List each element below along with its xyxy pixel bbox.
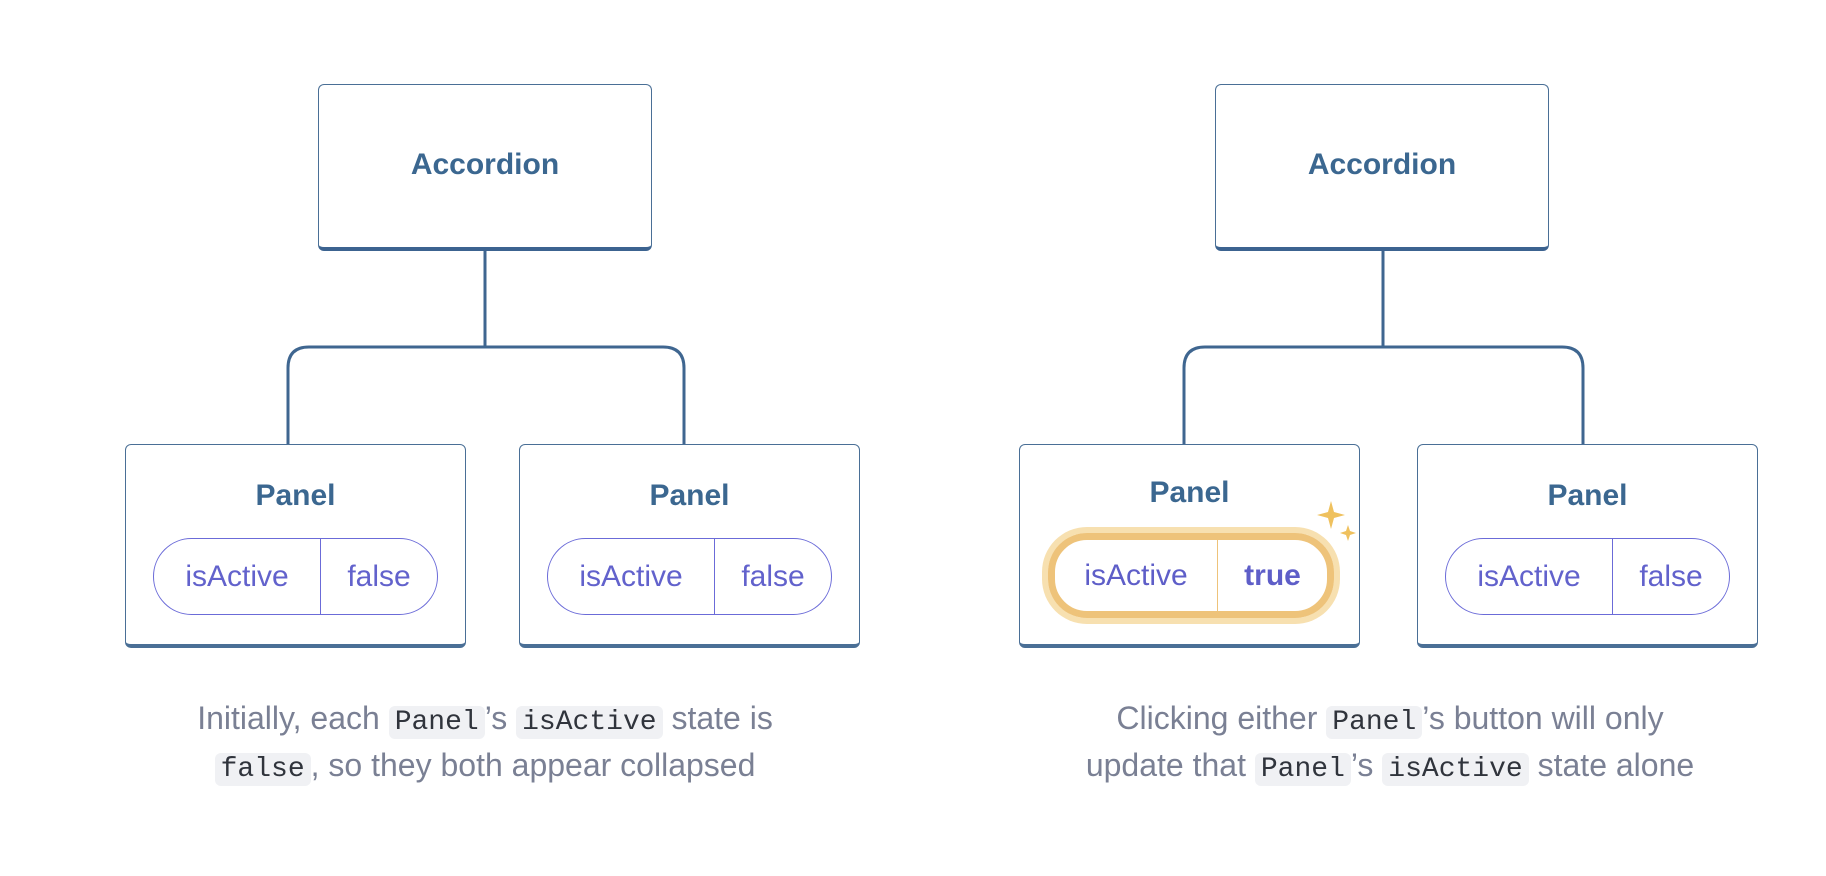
state-value: true xyxy=(1244,558,1301,592)
state-pill-active: isActive true xyxy=(1048,533,1334,618)
state-pill: isActive false xyxy=(153,538,438,615)
panel-label: Panel xyxy=(1149,476,1230,509)
panel-node-left-2: Panel isActive false xyxy=(519,444,860,648)
state-key: isActive xyxy=(1446,539,1613,614)
panel-node-right-2: Panel isActive false xyxy=(1417,444,1758,648)
code-panel: Panel xyxy=(1254,753,1351,786)
accordion-label: Accordion xyxy=(410,148,560,181)
state-value: false xyxy=(741,559,805,593)
panel-node-left-1: Panel isActive false xyxy=(125,444,466,648)
state-value: false xyxy=(1639,559,1703,593)
panel-label: Panel xyxy=(255,479,336,512)
state-pill: isActive false xyxy=(1445,538,1730,615)
caption-line-1: Initially, each Panel’s isActive state i… xyxy=(197,700,773,739)
code-panel: Panel xyxy=(1326,706,1423,739)
state-value: false xyxy=(347,559,411,593)
panel-node-right-1: Panel isActive true xyxy=(1019,444,1360,648)
accordion-node-right: Accordion xyxy=(1215,84,1549,251)
caption-right: Clicking either Panel’s button will only… xyxy=(1000,697,1780,791)
caption-left: Initially, each Panel’s isActive state i… xyxy=(110,697,860,791)
panel-label: Panel xyxy=(649,479,730,512)
caption-line-1: Clicking either Panel’s button will only xyxy=(1116,700,1664,739)
caption-line-2: update that Panel’s isActive state alone xyxy=(1085,747,1695,786)
code-false: false xyxy=(214,753,311,786)
code-isactive: isActive xyxy=(1382,753,1529,786)
sparkle-icon xyxy=(1317,501,1356,541)
accordion-label: Accordion xyxy=(1307,148,1457,181)
state-key: isActive xyxy=(1055,540,1218,611)
state-key: isActive xyxy=(548,539,715,614)
state-key: isActive xyxy=(154,539,321,614)
panel-label: Panel xyxy=(1547,479,1628,512)
caption-line-2: false, so they both appear collapsed xyxy=(110,744,860,791)
accordion-node-left: Accordion xyxy=(318,84,652,251)
state-pill: isActive false xyxy=(547,538,832,615)
code-panel: Panel xyxy=(388,706,485,739)
code-isactive: isActive xyxy=(516,706,663,739)
